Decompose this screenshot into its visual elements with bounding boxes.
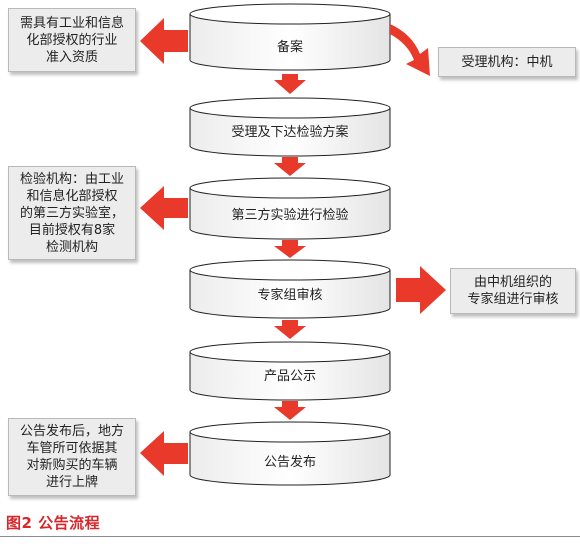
step-cylinder-3: 第三方实验进行检验 — [189, 177, 391, 240]
step-label-6: 公告发布 — [264, 454, 316, 470]
note-qualification: 需具有工业和信息 化部授权的行业 准入资质 — [8, 8, 136, 72]
note-announcement: 公告发布后，地方 车管所可依据其 对新购买的车辆 进行上牌 — [8, 418, 136, 496]
down-arrow-4 — [274, 320, 306, 339]
step-label-4: 专家组审核 — [257, 287, 322, 303]
figure-caption: 图2 公告流程 — [6, 514, 101, 532]
down-arrow-5 — [274, 401, 306, 420]
note-acceptance: 受理机构：中机 — [438, 47, 576, 77]
note-review: 由中机组织的 专家组进行审核 — [450, 268, 576, 314]
note-inspection: 检验机构：由工业 和信息化部授权 的第三方实验室， 目前授权有8家 检测机构 — [8, 166, 136, 260]
step-label-5: 产品公示 — [264, 369, 316, 384]
down-arrow-3 — [274, 240, 306, 258]
left-arrow-inspection — [140, 186, 188, 230]
down-arrow-1 — [274, 74, 306, 94]
step-label-1: 备案 — [277, 39, 303, 55]
step-cylinder-5: 产品公示 — [189, 341, 391, 401]
step-label-3: 第三方实验进行检验 — [231, 207, 348, 223]
caption-divider — [0, 536, 580, 537]
curved-arrow-acceptance — [390, 24, 430, 76]
step-cylinder-1: 备案 — [189, 3, 391, 71]
right-arrow-review — [396, 266, 446, 314]
left-arrow-announcement — [140, 431, 188, 476]
step-label-2: 受理及下达检验方案 — [231, 124, 348, 140]
step-cylinder-6: 公告发布 — [189, 421, 391, 486]
left-arrow-qualification — [140, 18, 188, 64]
down-arrow-2 — [274, 157, 306, 176]
step-cylinder-4: 专家组审核 — [189, 259, 391, 319]
step-cylinder-2: 受理及下达检验方案 — [189, 97, 391, 157]
flow-diagram: 备案 受理及下达检验方案 第三方实验进行检验 专家组审核 产品公示 公告发布 — [140, 3, 446, 486]
